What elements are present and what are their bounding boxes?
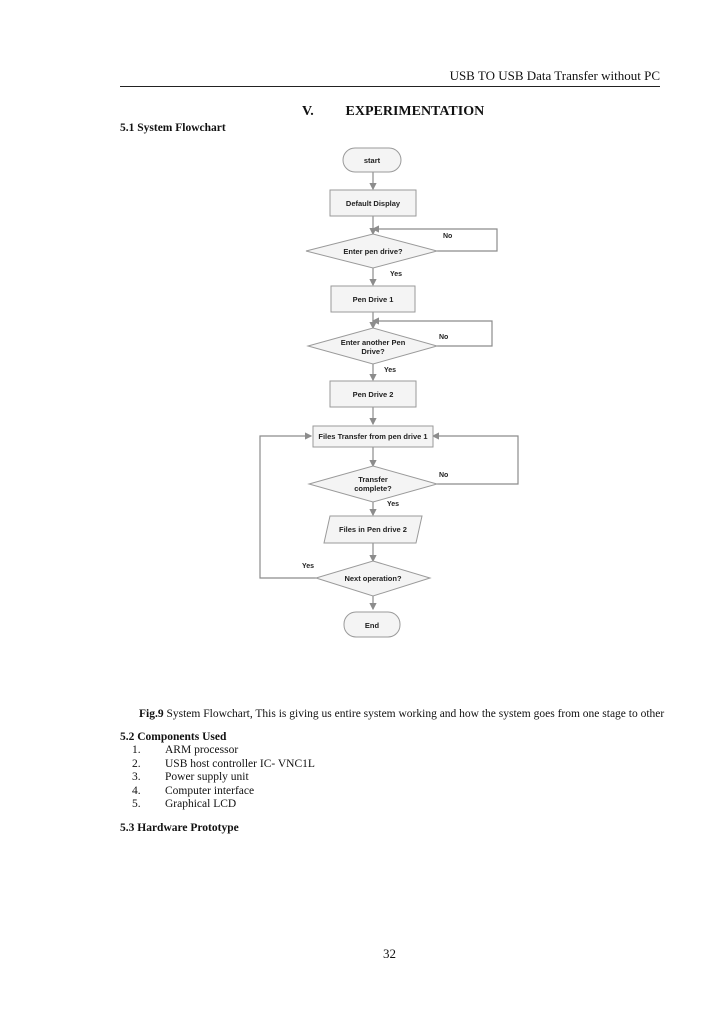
section-number: V. (302, 104, 314, 119)
end-terminal (343, 611, 401, 638)
edge-decision2-no-loop (371, 317, 493, 347)
files-in-pen-drive-2-text: Files in Pen drive 2 (339, 525, 407, 534)
components-list: 1.ARM processor 2.USB host controller IC… (121, 744, 315, 812)
list-item: 2.USB host controller IC- VNC1L (132, 757, 315, 770)
subsection-prototype-heading: 5.3 Hardware Prototype (120, 822, 239, 834)
default-display-text: Default Display (346, 199, 401, 208)
decision-another-pen (306, 327, 439, 365)
edge-decision3-no-loop (431, 432, 519, 485)
decision-next-operation (314, 560, 432, 597)
pen-drive-2-box (329, 380, 417, 408)
label-no-3: No (439, 472, 448, 479)
label-no-2: No (439, 334, 448, 341)
header-rule (120, 86, 660, 87)
decision-pen-drive-text: Enter pen drive? (343, 247, 403, 256)
pen-drive-2-text: Pen Drive 2 (353, 390, 394, 399)
subsection-flowchart-heading: 5.1 System Flowchart (120, 122, 226, 134)
list-item: 1.ARM processor (132, 744, 239, 756)
pen-drive-1-box (330, 285, 416, 313)
files-in-pen-drive-2-box (323, 515, 423, 544)
list-item: 3.Power supply unit (132, 771, 249, 783)
end-text: End (365, 621, 380, 630)
decision-transfer-text-1: Transfer (358, 475, 388, 484)
list-item: 4.Computer interface (132, 784, 255, 797)
decision-transfer-complete (307, 465, 439, 503)
figure-caption: Fig.9 System Flowchart, This is giving u… (139, 708, 664, 720)
files-transfer-text: Files Transfer from pen drive 1 (318, 432, 427, 441)
page-number: 32 (383, 946, 396, 961)
list-item: 5.Graphical LCD (132, 798, 237, 810)
label-yes-4: Yes (302, 563, 314, 570)
system-flowchart: start Default Display Enter pen drive? P… (259, 147, 519, 638)
edge-decision1-no-loop (371, 225, 498, 252)
figure-label: Fig.9 (139, 708, 164, 720)
start-text: start (364, 156, 381, 165)
running-header: USB TO USB Data Transfer without PC (449, 68, 660, 83)
label-no-1: No (443, 233, 452, 240)
flowchart-edges (259, 172, 519, 611)
default-display-box (329, 189, 417, 217)
decision-pen-drive (305, 233, 439, 269)
pen-drive-1-text: Pen Drive 1 (353, 295, 394, 304)
figure-caption-text: System Flowchart, This is giving us enti… (163, 708, 665, 720)
section-title: V. EXPERIMENTATION (302, 104, 484, 120)
decision-another-text-1: Enter another Pen (341, 338, 406, 347)
decision-next-text: Next operation? (344, 574, 402, 583)
label-yes-3: Yes (387, 501, 399, 508)
edge-decision4-yes-loop (259, 432, 316, 579)
label-yes-2: Yes (384, 367, 396, 374)
decision-transfer-text-2: complete? (354, 484, 392, 493)
files-transfer-box (312, 425, 434, 448)
label-yes-1: Yes (390, 271, 402, 278)
decision-another-text-2: Drive? (361, 347, 385, 356)
start-terminal (342, 147, 402, 173)
section-heading: EXPERIMENTATION (345, 104, 485, 119)
subsection-components-heading: 5.2 Components Used (120, 731, 227, 743)
